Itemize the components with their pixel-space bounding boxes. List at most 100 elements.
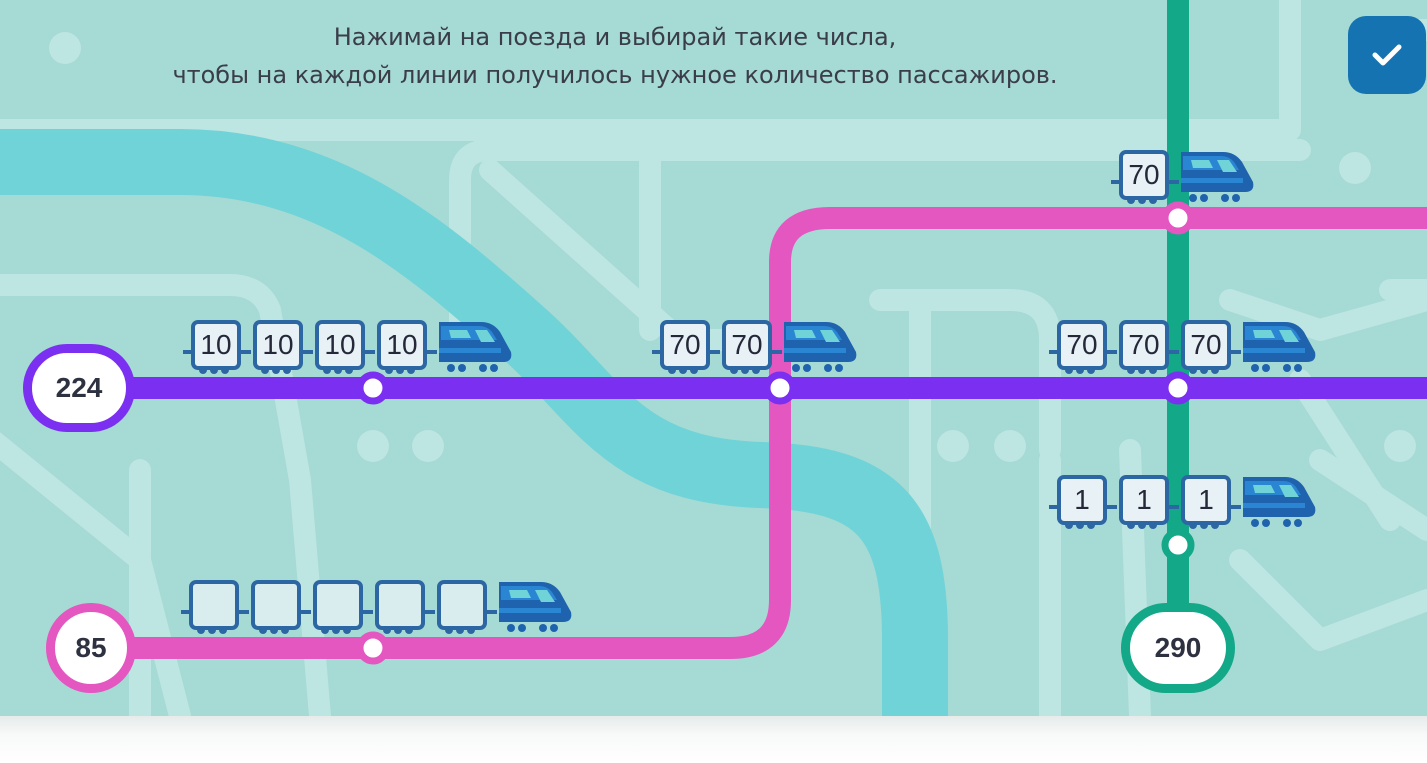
train-green-top-wagon-1[interactable]: 70 — [1119, 150, 1169, 200]
train-purple-3-locomotive-icon[interactable] — [1241, 318, 1317, 380]
train-coupler — [1167, 505, 1179, 509]
wheel — [343, 626, 351, 634]
wheel — [197, 626, 205, 634]
game-board: Нажимай на поезда и выбирай такие числа,… — [0, 0, 1427, 716]
wheel — [259, 626, 267, 634]
wagon-wheels — [383, 626, 413, 634]
map-dots — [49, 32, 1416, 462]
train-purple-3-wagon-1[interactable]: 70 — [1057, 320, 1107, 370]
wheel — [1149, 366, 1157, 374]
train-purple-1-locomotive-icon[interactable] — [437, 318, 513, 380]
wheel — [1127, 196, 1135, 204]
check-answer-button[interactable] — [1348, 16, 1426, 94]
wagon-wheels — [1127, 196, 1157, 204]
train-coupler — [1229, 350, 1241, 354]
train-coupler — [425, 350, 437, 354]
wheel — [396, 366, 404, 374]
wheel — [283, 366, 291, 374]
wagon-wheels — [199, 366, 229, 374]
wheel — [1138, 196, 1146, 204]
train-purple-1-wagon-3[interactable]: 10 — [315, 320, 365, 370]
wheel — [1138, 366, 1146, 374]
wheel — [199, 366, 207, 374]
train-purple-2-wagon-2[interactable]: 70 — [722, 320, 772, 370]
wheel — [752, 366, 760, 374]
train-coupler — [1049, 350, 1061, 354]
instructions: Нажимай на поезда и выбирай такие числа,… — [110, 18, 1120, 94]
train-pink-1-wagon-1[interactable] — [189, 580, 239, 630]
train-coupler — [708, 350, 720, 354]
train-green-top-locomotive-icon[interactable] — [1179, 148, 1255, 210]
wheel — [456, 626, 464, 634]
wagon-wheels — [1065, 366, 1095, 374]
wheel — [332, 626, 340, 634]
wagon-wheels — [668, 366, 698, 374]
train-green-mid-wagon-3[interactable]: 1 — [1181, 475, 1231, 525]
wagon-wheels — [445, 626, 475, 634]
wheel — [281, 626, 289, 634]
wheel — [334, 366, 342, 374]
wheel — [1200, 521, 1208, 529]
wheel — [1127, 521, 1135, 529]
wheel — [1065, 521, 1073, 529]
wheel — [467, 626, 475, 634]
train-coupler — [1049, 505, 1061, 509]
wheel — [1200, 366, 1208, 374]
train-coupler — [239, 350, 251, 354]
station-green-target: 290 — [1121, 603, 1235, 693]
wheel — [1076, 366, 1084, 374]
checkmark-icon — [1372, 44, 1402, 66]
wheel — [221, 366, 229, 374]
line-nodes — [356, 201, 1195, 665]
train-pink-1-locomotive-icon[interactable] — [497, 578, 573, 640]
train-pink-1-wagon-3[interactable] — [313, 580, 363, 630]
train-green-mid-locomotive-icon[interactable] — [1241, 473, 1317, 535]
wheel — [679, 366, 687, 374]
train-purple-3-wagon-2[interactable]: 70 — [1119, 320, 1169, 370]
wheel — [1149, 521, 1157, 529]
wagon-wheels — [1065, 521, 1095, 529]
wheel — [1127, 366, 1135, 374]
train-coupler — [237, 610, 249, 614]
wheel — [323, 366, 331, 374]
train-coupler — [1111, 180, 1123, 184]
train-coupler — [183, 350, 195, 354]
train-coupler — [1167, 180, 1179, 184]
train-pink-1-wagon-4[interactable] — [375, 580, 425, 630]
train-coupler — [423, 610, 435, 614]
wheel — [261, 366, 269, 374]
wheel — [668, 366, 676, 374]
wheel — [1211, 521, 1219, 529]
river — [0, 129, 948, 716]
wagon-wheels — [321, 626, 351, 634]
wheel — [394, 626, 402, 634]
wheel — [1149, 196, 1157, 204]
purple-pink-transfer-node — [763, 371, 797, 405]
station-green-target-value: 290 — [1154, 632, 1202, 663]
train-coupler — [652, 350, 664, 354]
wheel — [219, 626, 227, 634]
train-purple-1-wagon-4[interactable]: 10 — [377, 320, 427, 370]
train-purple-1-wagon-1[interactable]: 10 — [191, 320, 241, 370]
wagon-wheels — [730, 366, 760, 374]
station-purple-target: 224 — [23, 344, 135, 432]
train-green-mid-wagon-1[interactable]: 1 — [1057, 475, 1107, 525]
wheel — [1211, 366, 1219, 374]
wagon-wheels — [197, 626, 227, 634]
train-pink-1-wagon-2[interactable] — [251, 580, 301, 630]
train-coupler — [363, 350, 375, 354]
pink-stop-node — [356, 631, 390, 665]
train-purple-3-wagon-3[interactable]: 70 — [1181, 320, 1231, 370]
wagon-wheels — [1189, 366, 1219, 374]
train-pink-1-wagon-5[interactable] — [437, 580, 487, 630]
train-purple-2-locomotive-icon[interactable] — [782, 318, 858, 380]
station-pink-target-value: 85 — [75, 632, 107, 663]
train-green-mid-wagon-2[interactable]: 1 — [1119, 475, 1169, 525]
green-stop-node — [1161, 528, 1195, 562]
wagon-wheels — [261, 366, 291, 374]
train-coupler — [770, 350, 782, 354]
station-purple-target-value: 224 — [55, 372, 103, 403]
train-purple-2-wagon-1[interactable]: 70 — [660, 320, 710, 370]
train-coupler — [1105, 350, 1117, 354]
train-purple-1-wagon-2[interactable]: 10 — [253, 320, 303, 370]
